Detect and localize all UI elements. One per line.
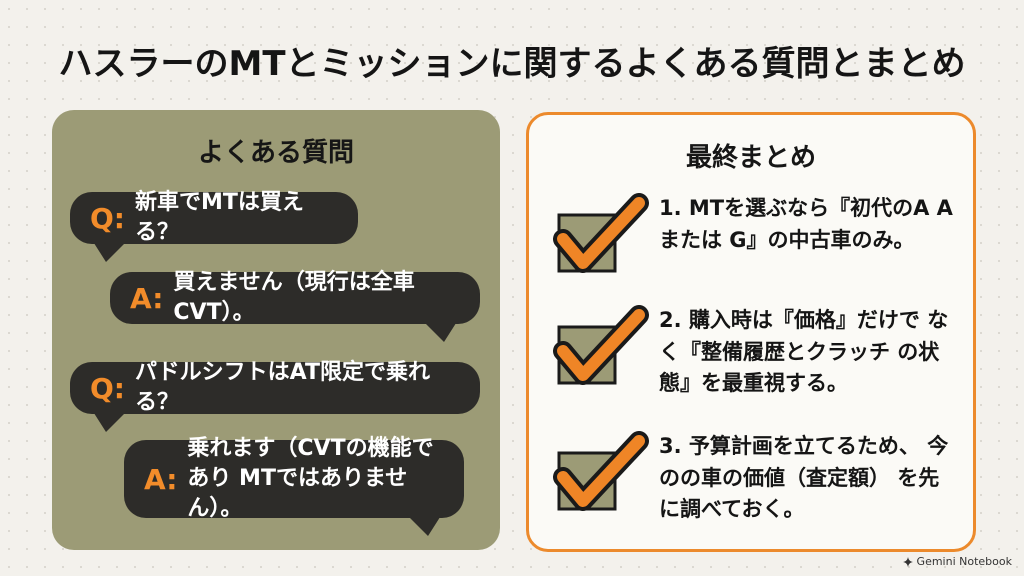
faq-question-2: Q: パドルシフトはAT限定で乗れる？: [70, 360, 480, 432]
brand-label: Gemini Notebook: [916, 555, 1012, 568]
brand-watermark: Gemini Notebook: [902, 555, 1012, 568]
answer-prefix: A:: [130, 281, 164, 315]
checkbox-check-icon: [553, 431, 649, 511]
faq-panel: よくある質問 Q: 新車でMTは買える？ A: 買えません（現行は全車CVT）。…: [52, 110, 500, 550]
bubble-tail: [422, 320, 458, 342]
summary-item-1: 1. MTを選ぶなら『初代のA Aまたは G』の中古車のみ。: [553, 193, 963, 303]
summary-item-text: 2. 購入時は『価格』だけで なく『整備履歴とクラッチ の状態』を最重視する。: [659, 308, 949, 395]
faq-question-1: Q: 新車でMTは買える？: [70, 190, 358, 262]
faq-answer-2: A: 乗れます（CVTの機能であり MTではありません）。: [124, 436, 464, 536]
summary-item-text: 1. MTを選ぶなら『初代のA Aまたは G』の中古車のみ。: [659, 196, 953, 252]
summary-heading: 最終まとめ: [685, 143, 816, 173]
page-title: ハスラーのMTとミッションに関するよくある質問とまとめ: [58, 44, 966, 84]
question-text: 新車でMTは買える？: [135, 190, 304, 245]
checkbox-check-icon: [553, 193, 649, 273]
answer-prefix: A:: [144, 462, 178, 496]
faq-heading: よくある質問: [197, 138, 354, 168]
answer-text: 買えません（現行は全車CVT）。: [173, 270, 415, 325]
question-prefix: Q:: [90, 201, 125, 235]
question-prefix: Q:: [90, 371, 125, 405]
bubble-tail: [92, 410, 128, 432]
summary-item-2: 2. 購入時は『価格』だけで なく『整備履歴とクラッチ の状態』を最重視する。: [553, 305, 963, 415]
checkbox-check-icon: [553, 305, 649, 385]
bubble-tail: [406, 514, 442, 536]
question-text: パドルシフトはAT限定で乗れる？: [135, 360, 430, 415]
summary-item-text: 3. 予算計画を立てるため、 今のの車の価値（査定額） を先に調べておく。: [659, 434, 949, 521]
gemini-notebook-icon: [902, 556, 913, 567]
bubble-tail: [92, 240, 128, 262]
summary-panel: 最終まとめ 1. MTを選ぶなら『初代のA Aまたは G』の中古車のみ。 2. …: [526, 112, 976, 552]
answer-text: 乗れます（CVTの機能であり MTではありません）。: [187, 436, 434, 521]
summary-item-3: 3. 予算計画を立てるため、 今のの車の価値（査定額） を先に調べておく。: [553, 431, 963, 541]
faq-answer-1: A: 買えません（現行は全車CVT）。: [110, 270, 480, 342]
